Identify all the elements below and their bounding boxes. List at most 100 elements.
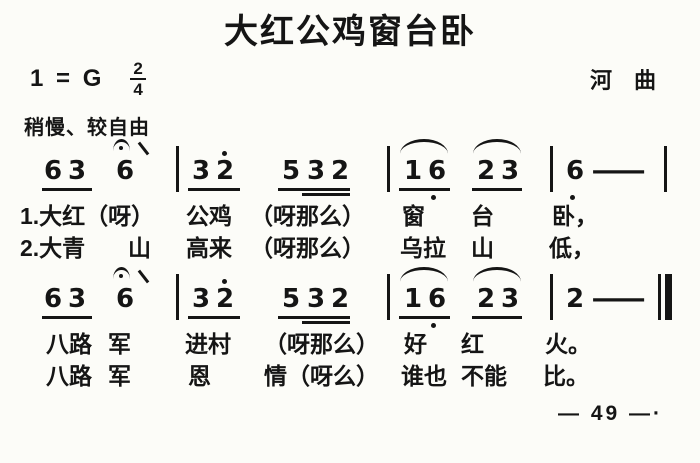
note: 3: [68, 284, 87, 314]
note: 6: [428, 284, 447, 314]
lyric: 台: [471, 203, 494, 229]
lyric: 山: [471, 235, 494, 261]
eighth-underline: [472, 188, 522, 191]
lyric: 谁也: [401, 363, 447, 389]
note: 5: [282, 284, 301, 314]
tempo-marking: 稍慢、较自由: [24, 117, 150, 139]
eighth-underline: [42, 188, 92, 191]
lyric: 八路: [46, 331, 92, 357]
eighth-underline: [399, 316, 450, 319]
lyric: 低，: [549, 235, 595, 261]
note: 6: [566, 156, 585, 186]
eighth-underline: [188, 316, 240, 319]
lyric: 不能: [461, 363, 507, 389]
barline: [387, 146, 390, 192]
lyric: 窗: [402, 203, 425, 229]
fermata-icon: [113, 139, 130, 151]
low-octave-dot: [570, 195, 575, 200]
sixteenth-underline: [302, 321, 350, 324]
eighth-underline: [278, 188, 350, 191]
low-octave-dot: [431, 195, 436, 200]
lyric: 乌拉: [400, 235, 446, 261]
final-barline-thick: [665, 274, 672, 320]
note: 3: [501, 284, 520, 314]
note: 6: [428, 156, 447, 186]
note: 6: [44, 156, 63, 186]
note: 6: [44, 284, 63, 314]
note: 3: [307, 284, 326, 314]
lyric: 进村: [185, 331, 231, 357]
lyric: （呀那么）: [250, 203, 365, 229]
slur: [473, 267, 521, 282]
lyric: 卧，: [552, 203, 598, 229]
sixteenth-underline: [302, 193, 350, 196]
note: 3: [192, 284, 211, 314]
note: 5: [282, 156, 301, 186]
eighth-underline: [42, 316, 92, 319]
eighth-underline: [188, 188, 240, 191]
breath-mark-icon: [137, 141, 150, 156]
lyric: 军: [108, 331, 131, 357]
lyric: 情（呀么）: [264, 363, 379, 389]
page-number: — 49 —·: [558, 402, 664, 425]
note: 3: [68, 156, 87, 186]
high-octave-dot: [222, 151, 227, 156]
note: 1: [404, 156, 423, 186]
lyric: 恩: [188, 363, 211, 389]
note: 2: [331, 156, 350, 186]
note: 3: [192, 156, 211, 186]
slur: [400, 267, 448, 282]
high-octave-dot: [222, 279, 227, 284]
key-signature: 1 = G 2 4: [30, 60, 146, 98]
note: 2: [216, 156, 235, 186]
lyric: 火。: [545, 331, 591, 357]
lyrics-row-2: 2.大青 山 高来 （呀那么） 乌拉 山 低，: [0, 235, 700, 263]
note: 2: [331, 284, 350, 314]
lyric: 高来: [186, 235, 232, 261]
time-signature: 2 4: [130, 60, 146, 99]
low-octave-dot: [431, 323, 436, 328]
music-line-2: 6 3 6 3 2 5 3 2 1 6 2 3 2 —: [0, 266, 700, 330]
lyric: 1.大红（呀）: [20, 203, 155, 229]
song-title: 大红公鸡窗台卧: [224, 13, 476, 51]
lyric: 红: [461, 331, 484, 357]
lyric: 公鸡: [186, 203, 232, 229]
barline: [550, 146, 553, 192]
meter-denominator: 4: [133, 80, 143, 99]
barline: [550, 274, 553, 320]
meter-numerator: 2: [130, 60, 146, 80]
lyric: 军: [108, 363, 131, 389]
note: 2: [477, 156, 496, 186]
lyrics-row-1: 1.大红（呀） 公鸡 （呀那么） 窗 台 卧，: [0, 203, 700, 231]
note: 2: [477, 284, 496, 314]
barline: [176, 146, 179, 192]
duration-dash: —: [590, 284, 648, 314]
lyric: 好: [404, 331, 427, 357]
fermata-icon: [113, 267, 130, 279]
lyric: 八路: [46, 363, 92, 389]
barline: [387, 274, 390, 320]
barline: [176, 274, 179, 320]
note: 3: [307, 156, 326, 186]
note: 1: [404, 284, 423, 314]
note: 2: [216, 284, 235, 314]
music-line-1: 6 3 6 3 2 5 3 2 1 6 2 3 6 —: [0, 138, 700, 202]
note: 6: [116, 284, 135, 314]
final-barline-thin: [658, 274, 661, 320]
slur: [400, 139, 448, 154]
key-text: 1 = G: [30, 65, 105, 92]
lyric: 山: [128, 235, 151, 261]
lyric: （呀那么）: [264, 331, 379, 357]
eighth-underline: [399, 188, 450, 191]
lyric: 2.大青: [20, 235, 86, 261]
barline: [664, 146, 667, 192]
lyric: 比。: [543, 363, 589, 389]
duration-dash: —: [590, 156, 648, 186]
note: 6: [116, 156, 135, 186]
breath-mark-icon: [137, 269, 150, 284]
note: 2: [566, 284, 585, 314]
note: 3: [501, 156, 520, 186]
slur: [473, 139, 521, 154]
lyric: （呀那么）: [250, 235, 365, 261]
